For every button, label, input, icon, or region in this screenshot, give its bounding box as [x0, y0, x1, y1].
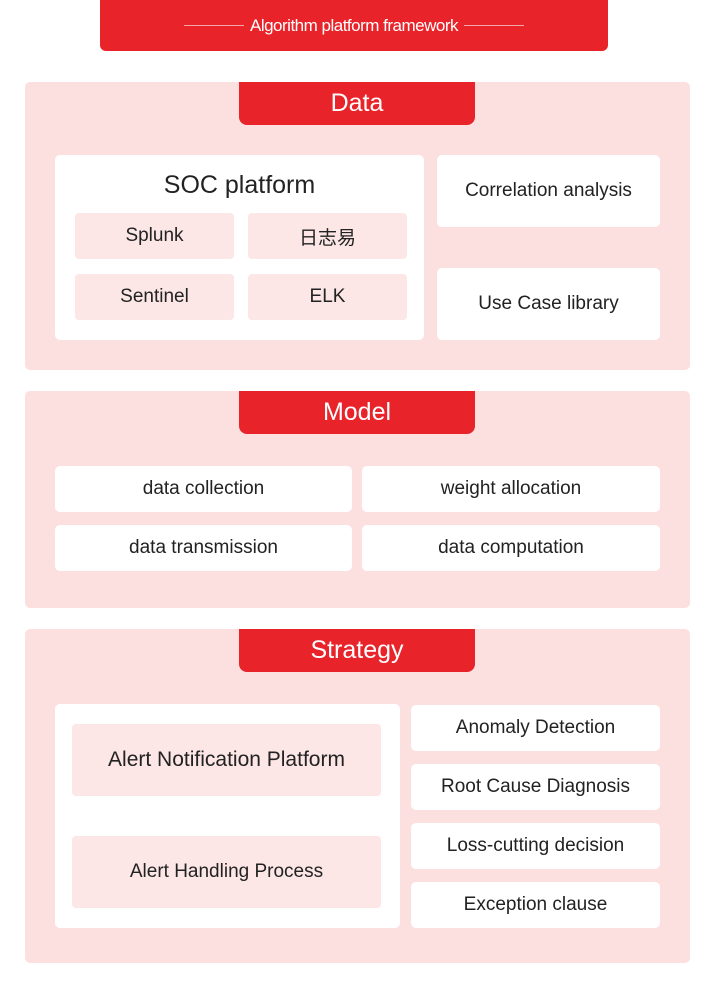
alert-box: Alert Notification Platform Alert Handli… — [55, 704, 400, 928]
data-collection: data collection — [55, 466, 352, 512]
loss-cutting-decision: Loss-cutting decision — [411, 823, 660, 869]
alert-handling-process: Alert Handling Process — [72, 836, 381, 908]
alert-notification-platform: Alert Notification Platform — [72, 724, 381, 796]
weight-allocation: weight allocation — [362, 466, 660, 512]
soc-platform-box: SOC platform Splunk 日志易 Sentinel ELK — [55, 155, 424, 340]
correlation-analysis: Correlation analysis — [437, 155, 660, 227]
data-title: Data — [239, 82, 475, 125]
tool-sentinel: Sentinel — [75, 274, 234, 320]
divider — [464, 25, 524, 26]
data-computation: data computation — [362, 525, 660, 571]
model-title: Model — [239, 391, 475, 434]
soc-title: SOC platform — [163, 170, 316, 199]
model-panel: Model data collection weight allocation … — [25, 391, 690, 608]
root-cause-diagnosis: Root Cause Diagnosis — [411, 764, 660, 810]
data-panel: Data SOC platform Splunk 日志易 Sentinel EL… — [25, 82, 690, 370]
tool-rizhiyi: 日志易 — [248, 213, 407, 259]
framework-header: Algorithm platform framework — [100, 0, 608, 51]
anomaly-detection: Anomaly Detection — [411, 705, 660, 751]
exception-clause: Exception clause — [411, 882, 660, 928]
tool-splunk: Splunk — [75, 213, 234, 259]
tool-elk: ELK — [248, 274, 407, 320]
header-title: Algorithm platform framework — [249, 15, 459, 35]
divider — [183, 25, 244, 26]
strategy-title: Strategy — [239, 629, 475, 672]
data-transmission: data transmission — [55, 525, 352, 571]
strategy-panel: Strategy Alert Notification Platform Ale… — [25, 629, 690, 963]
use-case-library: Use Case library — [437, 268, 660, 340]
